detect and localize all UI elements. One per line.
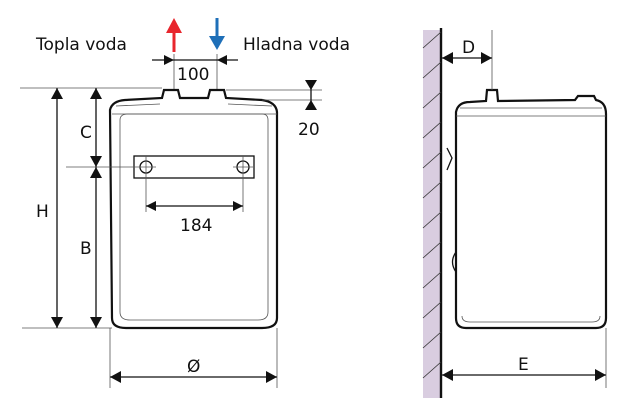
hot-water-label: Topla voda [35,35,127,55]
depth-dimension-d [442,30,493,90]
top-offset-value: 20 [298,120,320,140]
cold-water-arrow-icon [209,18,225,50]
mount-spacing-value: 184 [180,216,212,236]
pipe-spacing-value: 100 [177,65,209,85]
mounting-hole-right-icon [233,156,253,178]
tank-side-body [454,88,608,330]
dim-b-label: B [80,239,92,259]
dim-d-label: D [462,38,475,58]
diameter-dimension [109,328,278,388]
front-view: Topla voda Hladna voda 100 [20,18,350,388]
tank-front-body [108,88,279,330]
side-knob [451,251,457,273]
cold-water-label: Hladna voda [243,35,350,55]
dim-diameter-label: Ø [187,357,200,377]
dim-e-label: E [518,355,529,375]
dim-c-label: C [80,123,92,143]
height-dimension-c [90,88,102,167]
mount-spacing-dimension [145,178,244,212]
depth-dimension-e [442,328,607,388]
wall-hatching [422,31,442,379]
height-dimension-h [51,88,63,328]
top-offset-dimension [226,80,322,110]
side-view: D E [422,28,608,398]
height-dimension-b [90,167,102,328]
hot-water-arrow-icon [166,18,182,52]
dim-h-label: H [36,202,49,222]
mounting-hole-left-icon [136,156,156,178]
wall-hook [446,147,453,171]
pipe-spacing-dimension [152,54,238,120]
